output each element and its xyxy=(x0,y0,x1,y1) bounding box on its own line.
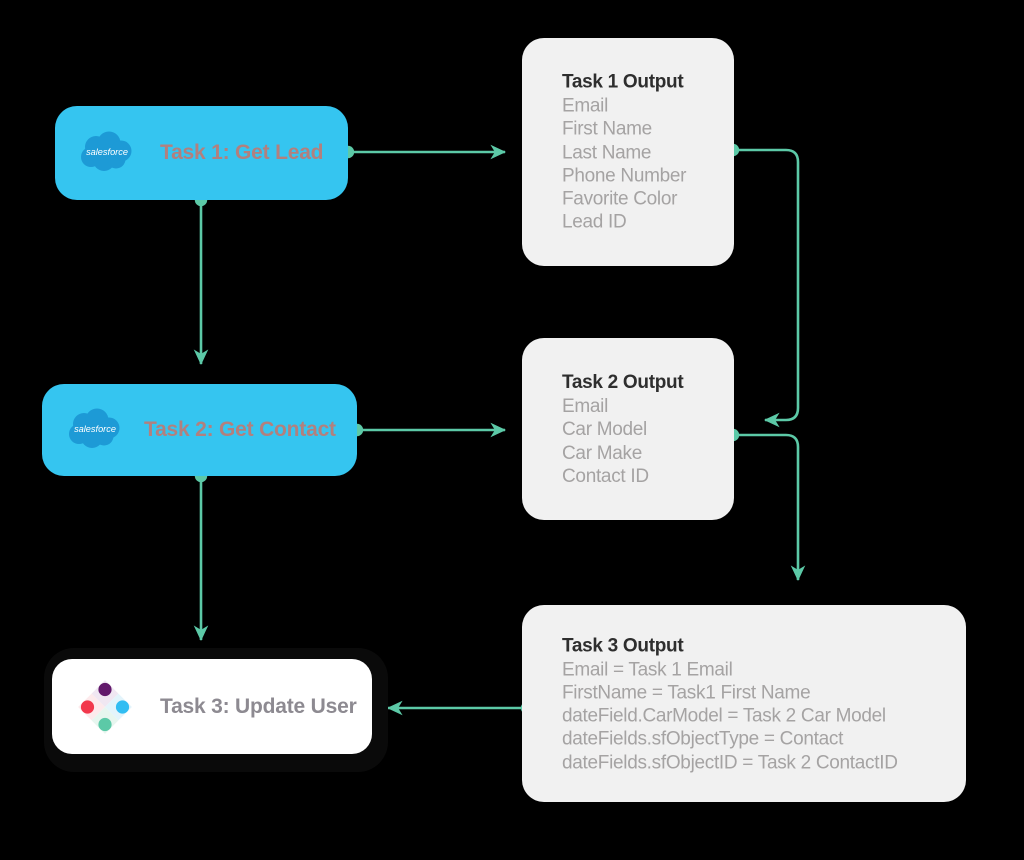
output-line: Car Model xyxy=(562,419,647,441)
task-node-label: Task 1: Get Lead xyxy=(160,141,324,164)
salesforce-cloud-icon: salesforce xyxy=(76,131,138,175)
output-title: Task 2 Output xyxy=(562,371,684,393)
svg-text:salesforce: salesforce xyxy=(74,424,116,434)
connector-task2-to-output xyxy=(350,422,507,438)
output-line: Contact ID xyxy=(562,465,649,487)
output-line: First Name xyxy=(562,118,652,140)
output-box-task1[interactable]: Task 1 Output Email First Name Last Name… xyxy=(522,38,734,266)
output-content: Task 3 Output Email = Task 1 Email First… xyxy=(562,633,898,774)
output-line: Email xyxy=(562,95,609,117)
output-content: Task 2 Output Email Car Model Car Make C… xyxy=(562,370,684,488)
output-title: Task 1 Output xyxy=(562,71,684,93)
output-line: dateFields.sfObjectID = Task 2 ContactID xyxy=(562,751,898,773)
output-line: Phone Number xyxy=(562,165,687,187)
output-content: Task 1 Output Email First Name Last Name… xyxy=(562,70,687,235)
connector-output2-to-output3 xyxy=(726,428,806,582)
diamond-dots-icon xyxy=(74,676,136,738)
connector-task2-to-task3 xyxy=(193,469,209,642)
task-node-task2[interactable]: salesforce Task 2: Get Contact xyxy=(42,384,357,476)
task-node-label: Task 3: Update User xyxy=(160,694,357,718)
output-box-task2[interactable]: Task 2 Output Email Car Model Car Make C… xyxy=(522,338,734,520)
output-line: dateFields.sfObjectType = Contact xyxy=(562,728,844,750)
connector-task1-to-output xyxy=(341,144,507,160)
output-box-task3[interactable]: Task 3 Output Email = Task 1 Email First… xyxy=(522,605,966,802)
output-line: dateField.CarModel = Task 2 Car Model xyxy=(562,705,886,727)
connector-output3-to-task3 xyxy=(386,700,534,716)
output-line: Last Name xyxy=(562,142,652,164)
output-line: FirstName = Task1 First Name xyxy=(562,682,811,704)
output-line: Car Make xyxy=(562,442,642,464)
task-node-label: Task 2: Get Contact xyxy=(144,418,336,441)
output-line: Email = Task 1 Email xyxy=(562,658,733,680)
task-node-task1[interactable]: salesforce Task 1: Get Lead xyxy=(55,106,348,200)
output-line: Favorite Color xyxy=(562,188,678,210)
connector-output1-to-output2 xyxy=(726,143,800,428)
output-line: Email xyxy=(562,395,609,417)
connector-task1-to-task2 xyxy=(193,193,209,366)
output-title: Task 3 Output xyxy=(562,634,684,656)
output-line: Lead ID xyxy=(562,212,627,234)
salesforce-cloud-icon: salesforce xyxy=(64,408,126,452)
task-node-task3[interactable]: Task 3: Update User xyxy=(52,659,372,754)
svg-text:salesforce: salesforce xyxy=(86,147,128,157)
